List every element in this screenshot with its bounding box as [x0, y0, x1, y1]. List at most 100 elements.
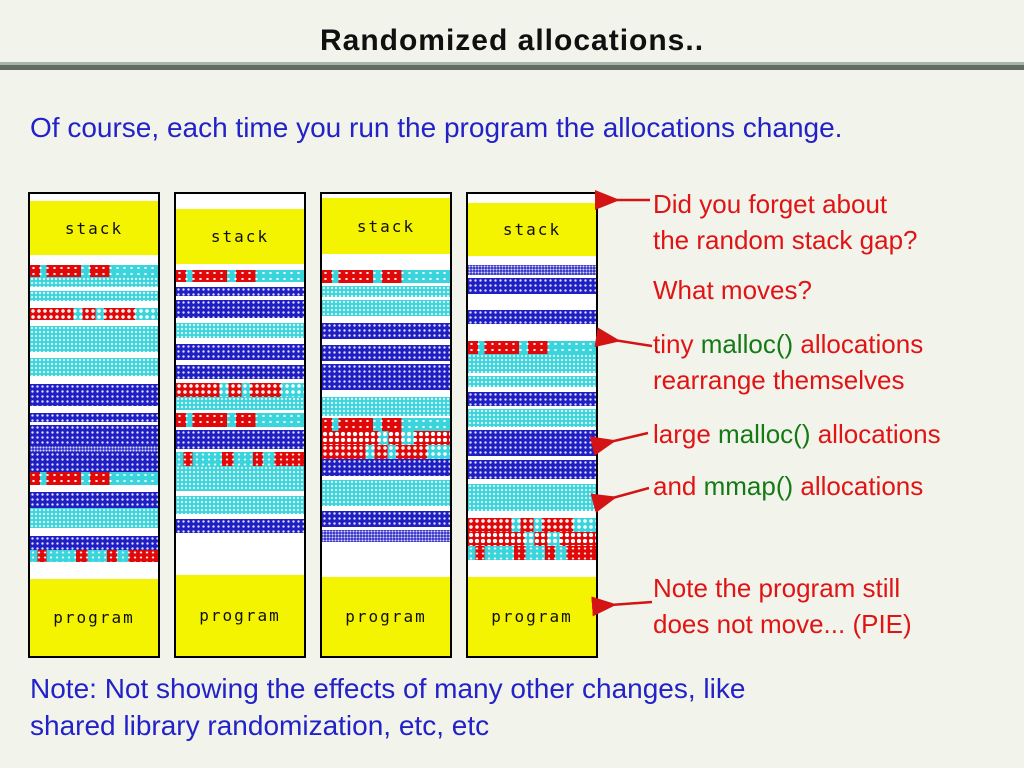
band-unused-white	[322, 296, 450, 300]
band-mmap-allocation-cyan	[468, 408, 596, 428]
band-mmap-allocation-cyan	[30, 276, 158, 287]
band-unused-white	[468, 560, 596, 578]
stack-label: stack	[210, 226, 270, 246]
band-unused-white	[322, 415, 450, 419]
band-tiny-malloc-allocations-checkerboard	[322, 430, 450, 445]
band-unused-white	[468, 427, 596, 431]
band-unused-white	[176, 427, 304, 431]
band-tiny-malloc-allocations-red	[176, 413, 304, 428]
band-tiny-malloc-allocations-red-scatter	[176, 451, 304, 466]
annotation-text: large	[653, 419, 719, 449]
band-unused-white	[322, 254, 450, 271]
band-mmap-allocation-cyan	[468, 484, 596, 511]
band-mmap-allocation-cyan	[30, 508, 158, 529]
band-tiny-malloc-allocations-red-checker	[30, 307, 158, 320]
band-tiny-malloc-allocations-checkerboard	[468, 532, 596, 547]
program-label: program	[199, 606, 281, 626]
annotation-arrows	[589, 190, 653, 617]
band-unused-white	[468, 510, 596, 519]
band-unused-white	[30, 301, 158, 308]
memory-map-run-2: stack program	[174, 192, 306, 658]
band-unused-white	[322, 282, 450, 286]
annotation-text: What moves?	[653, 275, 812, 305]
band-unused-white	[468, 405, 596, 409]
band-unused-white	[176, 448, 304, 452]
code-token: malloc()	[700, 329, 794, 359]
band-unused-white	[176, 282, 304, 287]
band-unused-white	[30, 421, 158, 426]
program-label: program	[491, 607, 573, 627]
intro-text: Of course, each time you run the program…	[30, 112, 843, 143]
band-tiny-malloc-allocations-red	[468, 341, 596, 355]
what-moves-note: What moves?	[653, 272, 1023, 308]
large-malloc-note-line: large malloc() allocations	[653, 416, 1023, 452]
arrow-mmap	[590, 486, 650, 513]
band-large-malloc-allocation-blue	[30, 451, 158, 472]
annotation-text: the random stack gap?	[653, 225, 918, 255]
band-tiny-malloc-allocations-red-checker	[176, 383, 304, 398]
stack-label: stack	[356, 216, 416, 236]
band-unused-white	[30, 194, 158, 202]
band-large-malloc-allocation-blue	[30, 535, 158, 551]
band-unused-white	[176, 533, 304, 576]
band-large-malloc-allocation-blue	[30, 492, 158, 509]
program-label: program	[53, 607, 135, 627]
band-tiny-malloc-allocations-red-checker	[468, 518, 596, 533]
band-program-region: program	[176, 575, 304, 657]
code-token: malloc()	[718, 419, 811, 449]
band-tiny-malloc-allocations-red	[322, 270, 450, 283]
band-unused-white	[176, 338, 304, 345]
band-unused-white	[176, 317, 304, 323]
band-unused-white	[468, 256, 596, 266]
memory-map-run-1: stack program	[28, 192, 160, 658]
band-unused-white	[176, 194, 304, 209]
band-tiny-malloc-allocations-red-scatter	[30, 550, 158, 563]
band-program-region: program	[30, 578, 158, 656]
annotation-text: and	[653, 471, 704, 501]
band-unused-white	[322, 541, 450, 577]
band-large-malloc-allocation-blue	[30, 425, 158, 446]
annotation-text: allocations	[793, 471, 924, 501]
band-stack-region: stack	[30, 201, 158, 255]
stack-label: stack	[64, 218, 124, 238]
band-unused-white	[468, 478, 596, 485]
arrow-tiny-malloc	[594, 327, 653, 348]
band-unused-white	[30, 319, 158, 327]
band-unused-white	[176, 263, 304, 271]
large-malloc-note: large malloc() allocations	[653, 416, 1023, 452]
band-large-malloc-allocation-blue-fine	[468, 265, 596, 275]
memory-map-run-4: stack program	[466, 192, 598, 658]
band-unused-white	[468, 456, 596, 461]
footer-note-line2: shared library randomization, etc, etc	[30, 710, 490, 741]
band-unused-white	[30, 562, 158, 579]
band-large-malloc-allocation-blue	[30, 412, 158, 422]
band-unused-white	[468, 387, 596, 392]
mmap-note: and mmap() allocations	[653, 468, 1023, 504]
band-stack-region: stack	[176, 208, 304, 264]
what-moves-note-line: What moves?	[653, 272, 1023, 308]
band-mmap-allocation-cyan	[468, 354, 596, 374]
band-unused-white	[322, 526, 450, 530]
annotation-text: tiny	[653, 329, 701, 359]
band-program-region: program	[322, 576, 450, 656]
stack-gap-note-line: Did you forget about	[653, 186, 1023, 222]
band-unused-white	[176, 359, 304, 365]
page-title: Randomized allocations..	[319, 24, 705, 57]
tiny-malloc-note-line: tiny malloc() allocations	[653, 326, 1023, 362]
band-mmap-allocation-cyan	[176, 322, 304, 339]
band-large-malloc-allocation-blue	[468, 460, 596, 479]
band-tiny-malloc-allocations-red	[30, 264, 158, 277]
band-large-malloc-allocation-blue	[468, 391, 596, 406]
band-unused-white	[176, 378, 304, 384]
pie-note-line: does not move... (PIE)	[653, 606, 1023, 642]
stack-label: stack	[502, 220, 562, 240]
band-unused-white	[468, 293, 596, 311]
band-tiny-malloc-allocations-red	[176, 270, 304, 283]
annotation-text: allocations	[810, 419, 941, 449]
band-unused-white	[468, 324, 596, 342]
band-mmap-allocation-cyan	[30, 291, 158, 302]
annotation-text: allocations	[793, 329, 924, 359]
band-unused-white	[30, 528, 158, 536]
